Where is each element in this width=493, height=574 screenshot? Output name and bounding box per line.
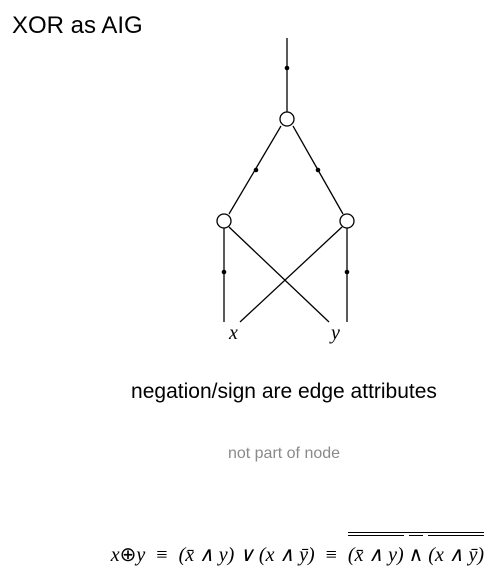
negation-dot-top-right (315, 167, 321, 173)
formula-sum-of-products: (x̄ ∧ y) ∨ (x ∧ ȳ) (178, 544, 315, 566)
page-title: XOR as AIG (12, 12, 143, 39)
and-node-top (279, 111, 295, 127)
formula-negated-product: (x̄ ∧ y) ∧ (x ∧ ȳ) (347, 532, 484, 572)
and-node-right (339, 213, 355, 229)
formula-equiv-2: ≡ (325, 544, 337, 566)
negation-dot-left-x (221, 269, 227, 275)
edge-attribute-caption: negation/sign are edge attributes (131, 380, 437, 403)
formula-term-right: (x ∧ ȳ) (428, 544, 484, 566)
formula-equiv-1: ≡ (156, 544, 168, 566)
formula-xor-symbol: ⊕ (119, 544, 137, 566)
input-label-y: y (329, 322, 340, 344)
edge-left-to-y (228, 226, 330, 323)
formula-and-symbol: ∧ (408, 535, 424, 572)
xor-formula: x⊕y ≡ (x̄ ∧ y) ∨ (x ∧ ȳ) ≡ (x̄ ∧ y) ∧ (x… (111, 532, 484, 572)
negation-dot-output (284, 65, 290, 71)
negation-dot-right-y (344, 269, 350, 275)
formula-y: y (136, 544, 146, 566)
edge-right-to-x (239, 226, 343, 323)
and-node-left (216, 213, 232, 229)
node-note: not part of node (227, 445, 341, 462)
negation-dot-top-left (253, 167, 259, 173)
formula-x: x (110, 544, 120, 566)
input-label-x: x (228, 322, 238, 344)
formula-term-left: (x̄ ∧ y) (347, 544, 404, 566)
